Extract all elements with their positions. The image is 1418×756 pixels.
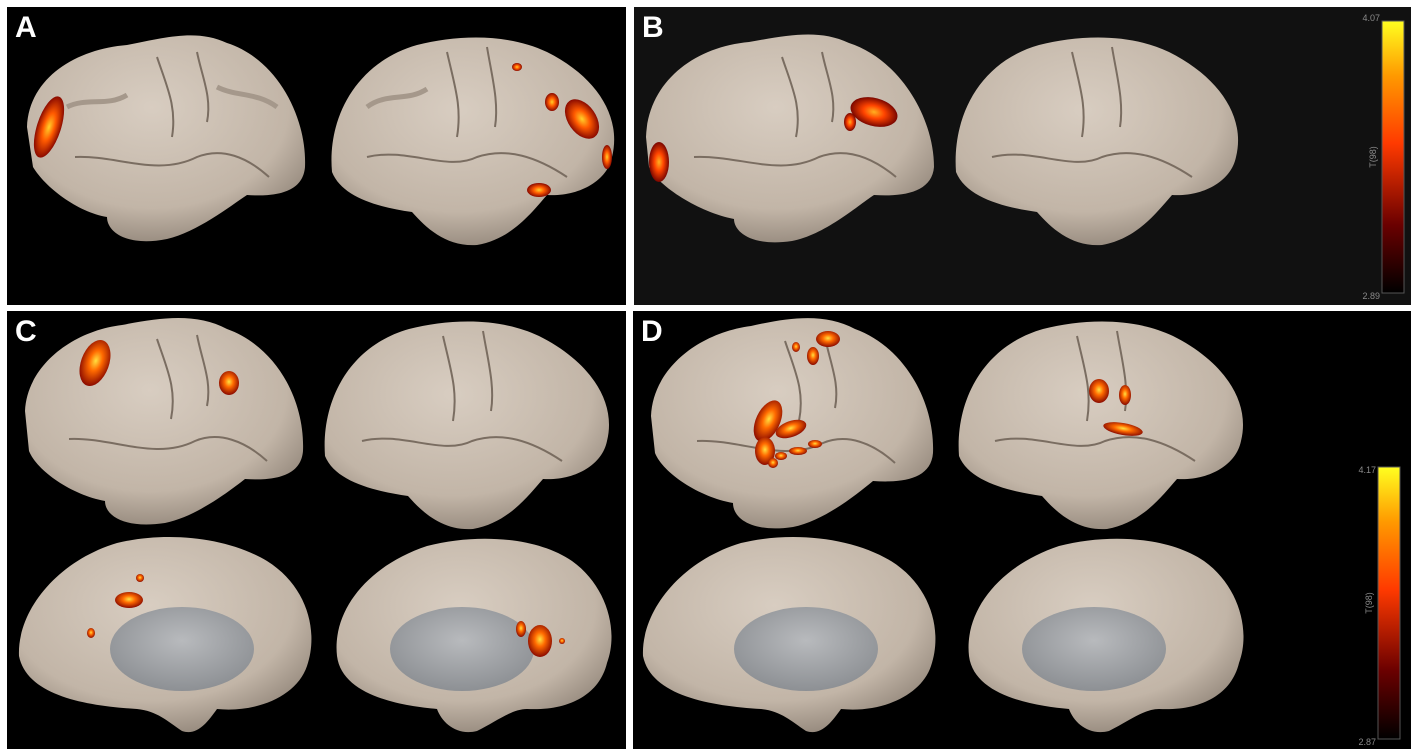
activation-cluster [649,97,898,182]
activation-cluster [33,96,65,158]
activation-cluster [516,621,565,657]
hemisphere-left-lateral [646,34,934,243]
hemisphere-right-lateral [958,321,1244,530]
panel-label-b: B [642,11,664,44]
activation-cluster [1089,379,1143,436]
panel-c-image [18,318,612,733]
panel-b: 4.07 2.89 T(98) B [634,7,1411,305]
panel-b-image: 4.07 2.89 T(98) [646,13,1405,301]
panel-d: 4.17 2.87 T(98) D [633,311,1411,749]
colorbar-d-gradient [1377,466,1401,740]
activation-cluster [512,63,612,197]
corpus-callosum-region [734,607,878,691]
panel-a-image [27,35,615,246]
corpus-callosum-region [390,607,534,691]
panel-label-c: C [15,315,37,348]
hemisphere-right-lateral [324,321,610,530]
corpus-callosum-region [110,607,254,691]
colorbar-d: 4.17 2.87 T(98) [1358,465,1401,747]
colorbar-b-label: T(98) [1368,146,1378,168]
hemisphere-right-medial [336,538,612,733]
hemisphere-left-lateral [25,318,304,525]
hemisphere-right-lateral [331,37,615,246]
hemisphere-left-medial [642,537,936,733]
activation-cluster [87,574,144,638]
corpus-callosum-region [1022,607,1166,691]
activation-cluster [753,331,840,468]
panel-a: A [7,7,626,305]
hemisphere-left-medial [18,537,312,733]
colorbar-d-max: 4.17 [1358,465,1376,475]
hemisphere-left-lateral [27,35,306,242]
colorbar-d-label: T(98) [1364,592,1374,614]
colorbar-b-gradient [1381,20,1405,294]
colorbar-d-min: 2.87 [1358,737,1376,747]
hemisphere-right-medial [968,538,1244,733]
colorbar-b-max: 4.07 [1362,13,1380,23]
panel-d-image: 4.17 2.87 T(98) [642,318,1401,747]
panel-label-d: D [641,315,663,348]
colorbar-b: 4.07 2.89 T(98) [1362,13,1405,301]
panel-label-a: A [15,11,37,44]
colorbar-b-min: 2.89 [1362,291,1380,301]
hemisphere-right-lateral [955,37,1239,246]
activation-cluster [79,339,239,395]
panel-c: C [7,311,626,749]
